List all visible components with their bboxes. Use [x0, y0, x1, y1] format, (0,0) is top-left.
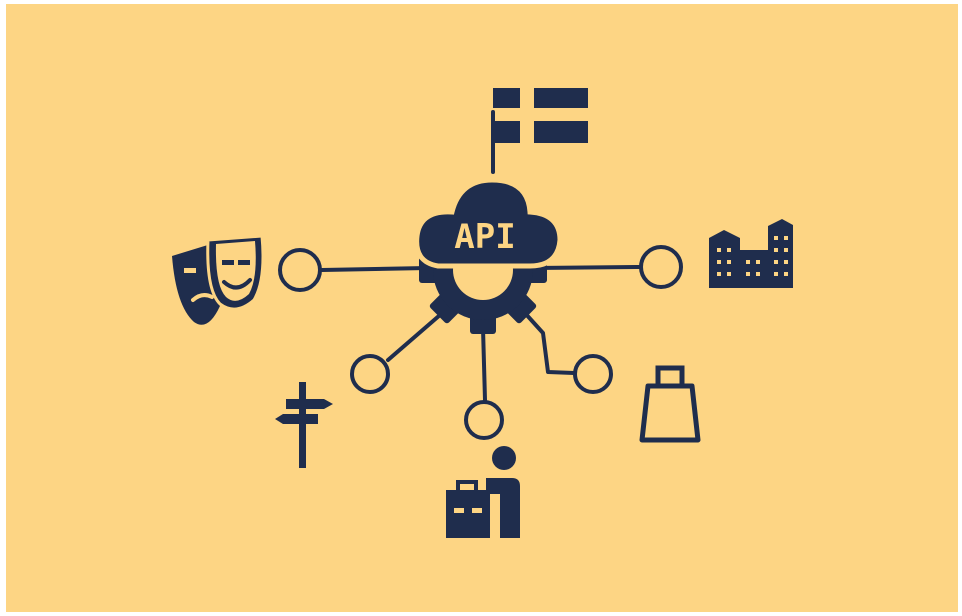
- node-bottom: [464, 400, 504, 440]
- shopping-bag-icon: [639, 365, 701, 443]
- flag-icon: [493, 88, 588, 143]
- traveler-luggage-icon: [446, 446, 520, 538]
- node-lower-right: [573, 354, 613, 394]
- signpost-icon: [275, 382, 333, 468]
- node-left: [278, 248, 322, 292]
- theater-masks-icon: [172, 234, 265, 325]
- buildings-icon: [709, 219, 793, 288]
- connector-left: [320, 266, 430, 272]
- connector-bottom: [481, 326, 487, 402]
- node-lower-left: [350, 354, 390, 394]
- connector-right: [533, 265, 642, 270]
- api-label: API: [454, 217, 515, 257]
- cloud-icon: API: [414, 177, 563, 269]
- diagram-canvas: API: [6, 4, 958, 612]
- connector-lower-right: [522, 310, 576, 375]
- node-circles: [278, 245, 683, 440]
- node-right: [639, 245, 683, 289]
- connector-lower-left: [386, 313, 442, 362]
- api-hub-diagram: API: [172, 88, 793, 538]
